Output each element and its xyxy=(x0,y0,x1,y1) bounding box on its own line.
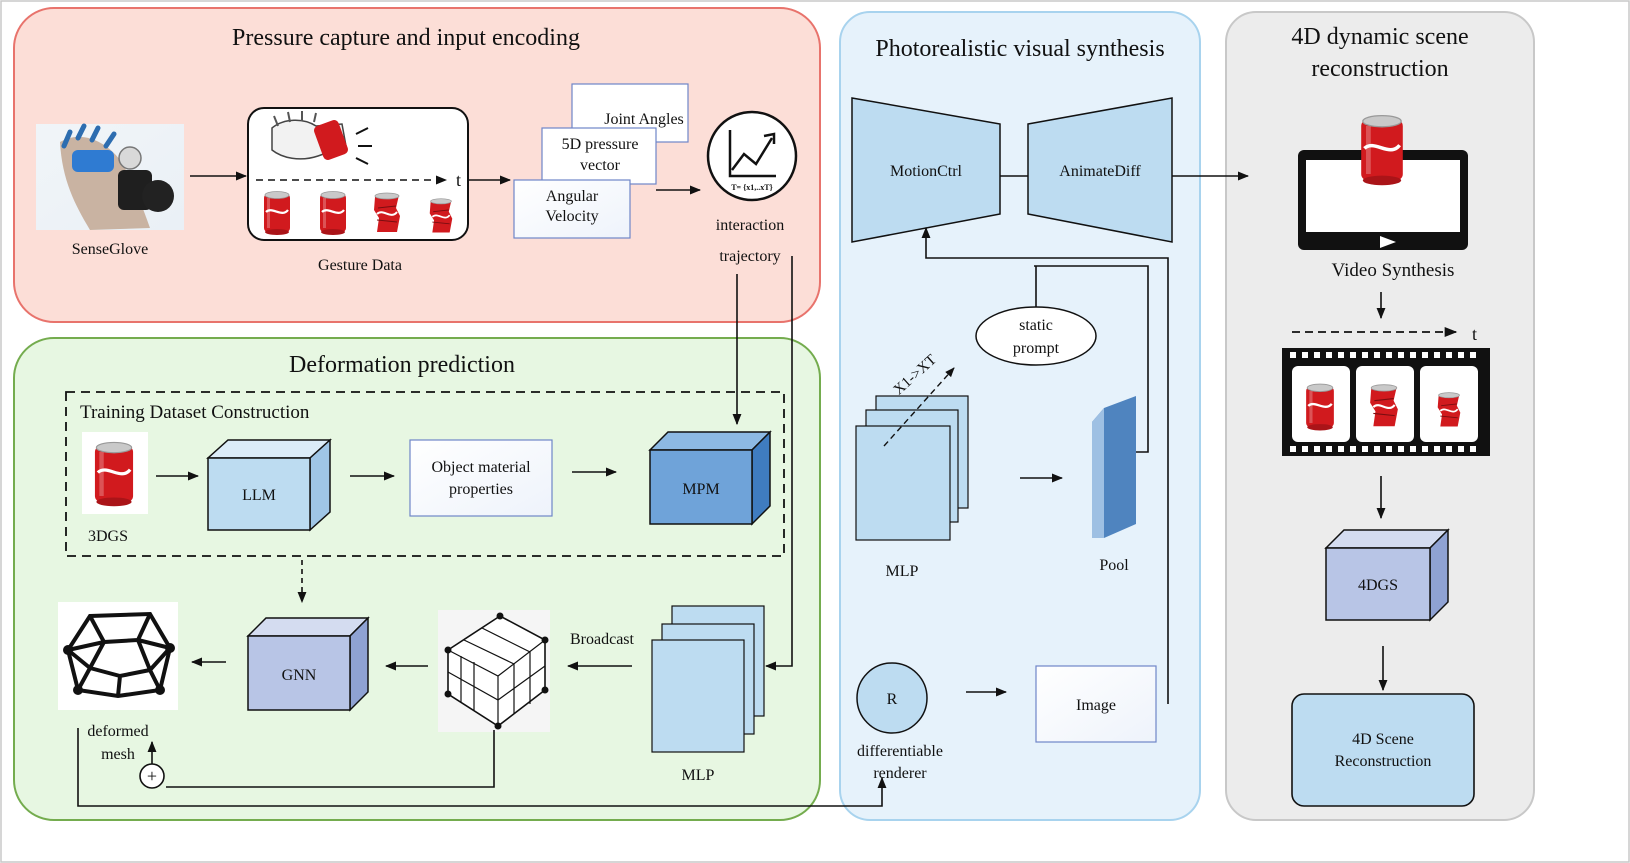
renderer-node xyxy=(856,662,928,734)
angular-velocity-label-2: Velocity xyxy=(545,208,598,225)
llm-label: LLM xyxy=(242,487,276,504)
material-properties-box xyxy=(409,439,553,517)
scene-panel-title-2: reconstruction xyxy=(1311,56,1448,82)
hand-squeeze-icon xyxy=(271,111,372,165)
pressure-vector-card xyxy=(541,127,657,185)
visual-mlp-label: MLP xyxy=(886,563,919,580)
film-can-3 xyxy=(1436,391,1462,428)
scene-reconstruction-box xyxy=(1291,693,1475,807)
scene-panel-title-1: 4D dynamic scene xyxy=(1291,24,1468,50)
can-frame-3 xyxy=(373,192,401,233)
deformation-mlp-label: MLP xyxy=(682,767,715,784)
trajectory-formula: T= {x1,..xT} xyxy=(731,183,773,192)
motionctrl-label: MotionCtrl xyxy=(890,163,963,180)
pool-label: Pool xyxy=(1099,557,1129,574)
static-prompt-node xyxy=(975,306,1097,366)
angular-velocity-label-1: Angular xyxy=(546,188,599,205)
deformed-label-1: deformed xyxy=(87,723,148,740)
interaction-label: interaction xyxy=(716,217,784,234)
renderer-label-2: renderer xyxy=(873,765,927,782)
image-label: Image xyxy=(1076,697,1116,714)
video-synthesis-label: Video Synthesis xyxy=(1332,260,1455,281)
gnn-label: GNN xyxy=(282,667,317,684)
senseglove-photo xyxy=(36,123,184,230)
mpm-label: MPM xyxy=(682,481,719,498)
can-frame-2 xyxy=(318,190,348,236)
deformation-mlp-stack xyxy=(651,605,765,753)
arrow-trajectory-to-mlp xyxy=(764,256,793,671)
film-can-2 xyxy=(1369,383,1399,428)
training-dataset-region xyxy=(65,391,785,557)
angular-velocity-card xyxy=(513,179,631,239)
can-frame-1 xyxy=(262,190,292,236)
4dgs-label: 4DGS xyxy=(1358,577,1398,594)
pressure-vector-label-2: vector xyxy=(580,157,621,174)
motionctrl-block xyxy=(851,97,1001,243)
scene-recon-label-2: Reconstruction xyxy=(1335,753,1432,770)
broadcast-label: Broadcast xyxy=(570,631,635,648)
deformed-label-2: mesh xyxy=(101,746,135,763)
film-can-1 xyxy=(1304,382,1336,432)
trajectory-chart-icon xyxy=(706,110,798,202)
arrow-mesh-to-renderer xyxy=(77,728,887,807)
pressure-vector-label-1: 5D pressure xyxy=(562,136,639,153)
can-3dgs-image xyxy=(93,440,135,508)
material-label-1: Object material xyxy=(431,459,531,476)
trajectory-label: trajectory xyxy=(719,248,780,265)
scene-recon-label-1: 4D Scene xyxy=(1352,731,1414,748)
training-dataset-label: Training Dataset Construction xyxy=(80,402,310,423)
static-prompt-label-1: static xyxy=(1019,317,1053,334)
animatediff-label: AnimateDiff xyxy=(1059,163,1141,180)
static-prompt-label-2: prompt xyxy=(1013,340,1060,357)
gnn-cube xyxy=(246,616,370,712)
residual-plus-sign: + xyxy=(147,766,157,786)
gesture-t-label: t xyxy=(456,170,461,190)
renderer-r-label: R xyxy=(887,691,898,708)
sequence-arrow xyxy=(883,367,955,447)
video-can-image xyxy=(1361,116,1403,186)
4dgs-cube xyxy=(1324,528,1450,622)
deformed-mesh-icon xyxy=(58,602,178,710)
joint-angles-label: Joint Angles xyxy=(604,111,684,128)
pressure-panel-title: Pressure capture and input encoding xyxy=(232,25,580,51)
can-frame-4 xyxy=(428,197,454,234)
senseglove-label: SenseGlove xyxy=(72,241,148,258)
pool-to-motionctrl-line xyxy=(1034,265,1149,453)
arrow-image-to-motionctrl xyxy=(921,226,1169,704)
image-box xyxy=(1035,665,1157,743)
animatediff-block xyxy=(1027,97,1173,243)
visual-panel-title: Photorealistic visual synthesis xyxy=(875,36,1164,62)
can-3dgs-label: 3DGS xyxy=(88,528,128,545)
mpm-cube xyxy=(648,430,772,526)
pool-block xyxy=(1092,396,1136,538)
renderer-label-1: differentiable xyxy=(857,743,943,760)
film-t-label: t xyxy=(1472,324,1477,344)
deformation-panel-title: Deformation prediction xyxy=(289,352,515,378)
material-label-2: properties xyxy=(449,481,513,498)
llm-cube xyxy=(206,438,332,532)
visual-mlp-stack xyxy=(855,395,969,541)
gesture-data-label: Gesture Data xyxy=(318,257,402,274)
residual-line xyxy=(166,730,495,788)
lattice-cube-icon xyxy=(438,610,550,732)
